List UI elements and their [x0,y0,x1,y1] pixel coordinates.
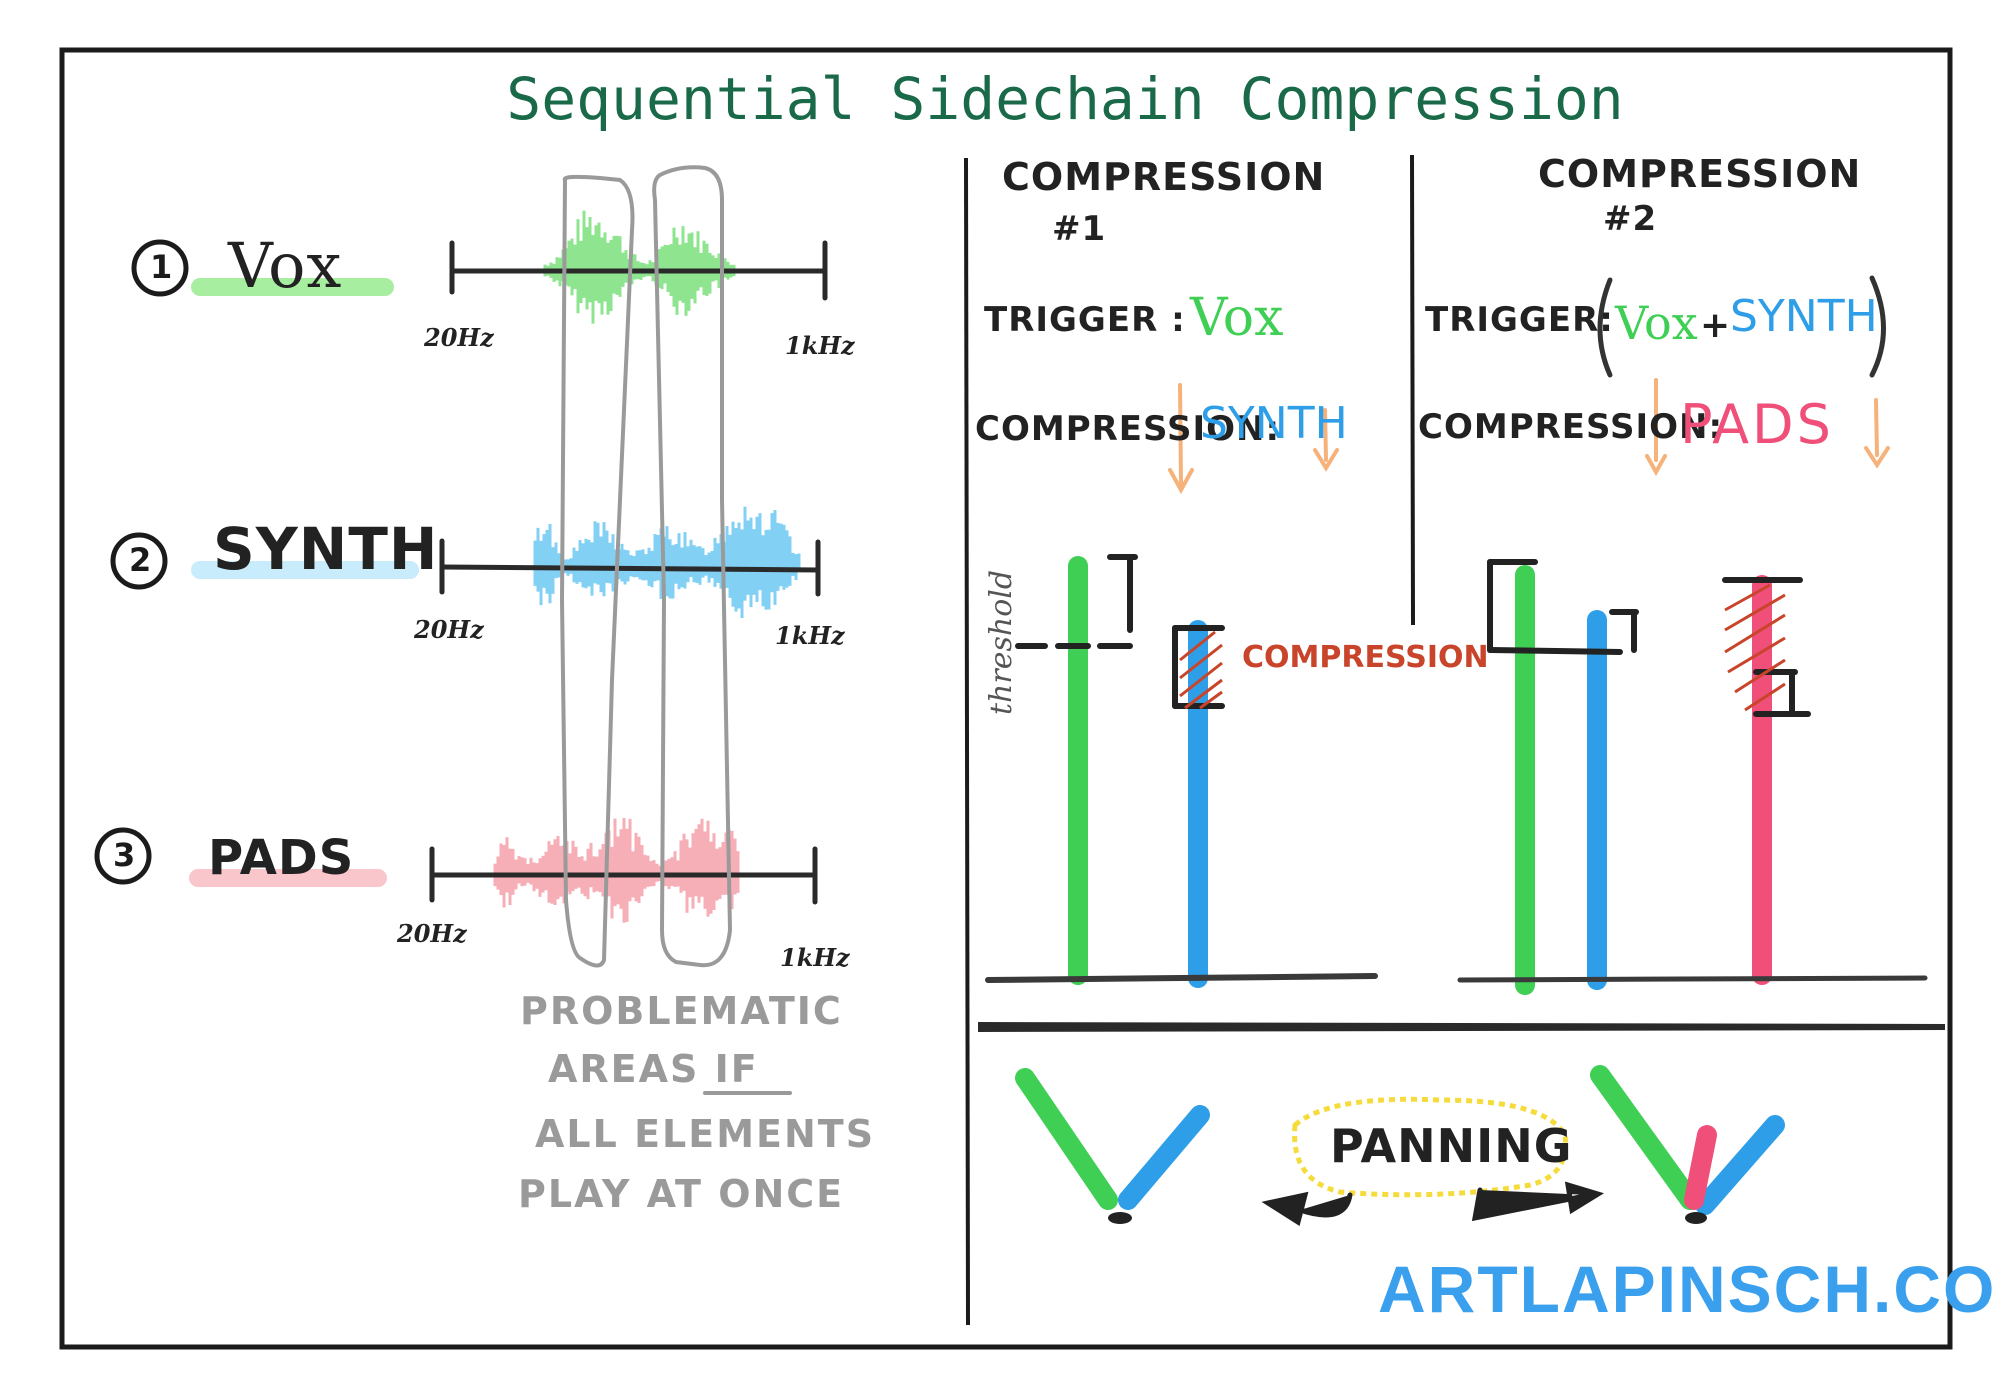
level-meters [1068,556,1772,995]
threshold-marks [1015,554,1811,717]
compression1-trigger-label: TRIGGER : [984,300,1186,340]
pan2-pads-stick [1684,1125,1717,1210]
track-2-high-freq: 1kHz [775,621,845,650]
center-divider [964,157,970,1326]
track-3-number: 3 [113,836,136,874]
problem-note-line-2: AREAS IF [548,1047,759,1091]
problem-note-line-1: PROBLEMATIC [520,989,843,1033]
pan-right-arrow [1471,1181,1605,1222]
track-2-number: 2 [129,541,152,579]
track-1-number: 1 [150,248,173,286]
pan1-center-dot [1108,1212,1132,1224]
problem-note-line-4: PLAY AT ONCE [518,1172,845,1216]
synth-reduce-arrows [1168,383,1339,495]
panning-diagram [1015,1065,1785,1224]
threshold-label: threshold [984,569,1019,715]
track-1-name: Vox [228,229,343,302]
panning-divider [978,1022,1945,1032]
compression1-trigger-value: Vox [1190,288,1284,348]
compression-hatch-2 [1724,583,1786,712]
compression-tag: COMPRESSION [1242,640,1489,675]
compression-divider [1410,154,1415,626]
panning-label: PANNING [1330,1119,1573,1173]
compression1-baseline [985,973,1378,983]
compression2-number: #2 [1603,199,1658,239]
track-3-low-freq: 20Hz [397,919,467,948]
pads-frequency-axis [429,846,818,905]
pads-reduce-arrows [1645,378,1890,477]
synth-frequency-axis [439,538,821,597]
compression1-compression-value: SYNTH [1200,398,1348,449]
pan2-center-dot [1685,1212,1707,1224]
compression2-trigger-value-2: SYNTH [1730,291,1878,342]
track-2-low-freq: 20Hz [414,615,484,644]
pan1-vox-stick [1015,1068,1118,1210]
pan2-synth-stick [1695,1115,1785,1215]
panning-glow [1292,1096,1569,1198]
problem-area-outline-2 [652,165,733,968]
track-1-high-freq: 1kHz [785,331,855,360]
trigger-paren-left [1597,277,1613,378]
compression2-compression-label: COMPRESSION: [1418,407,1724,447]
track-1-circle [131,239,189,297]
brand-url: ARTLAPINSCH.COM [1378,1252,2000,1326]
vox-waveform [543,210,736,324]
synth-waveform [533,506,801,618]
compression2-compression-value: PADS [1680,393,1834,456]
pan-left-arrow [1261,1191,1353,1226]
pan1-synth-stick [1118,1105,1210,1210]
compression2-heading: COMPRESSION [1538,152,1862,196]
outer-frame [59,47,1953,1350]
pan2-vox-stick [1590,1065,1700,1210]
vox-frequency-axis [449,240,828,301]
pads-waveform [493,817,740,923]
compression2-baseline [1457,975,1928,983]
track-3-high-freq: 1kHz [780,943,850,972]
compression1-heading: COMPRESSION [1002,155,1326,199]
track-2-circle [110,532,168,590]
problem-area-outline-1 [559,174,635,968]
compression1-number: #1 [1052,209,1107,249]
compression-hatch-1 [1179,630,1223,710]
track-3-circle [94,827,152,885]
track-2-name: SYNTH [213,515,439,583]
trigger-paren-right [1869,275,1886,378]
compression2-trigger-label: TRIGGER: [1425,300,1614,340]
problem-note-line-3: ALL ELEMENTS [535,1112,876,1156]
compression2-trigger-value-1: Vox [1615,296,1698,350]
track-3-name: PADS [208,830,355,886]
compression2-trigger-plus: + [1700,305,1732,346]
compression1-compression-label: COMPRESSION: [975,409,1281,449]
page-title: Sequential Sidechain Compression [506,65,1624,133]
track-1-low-freq: 20Hz [424,323,494,352]
